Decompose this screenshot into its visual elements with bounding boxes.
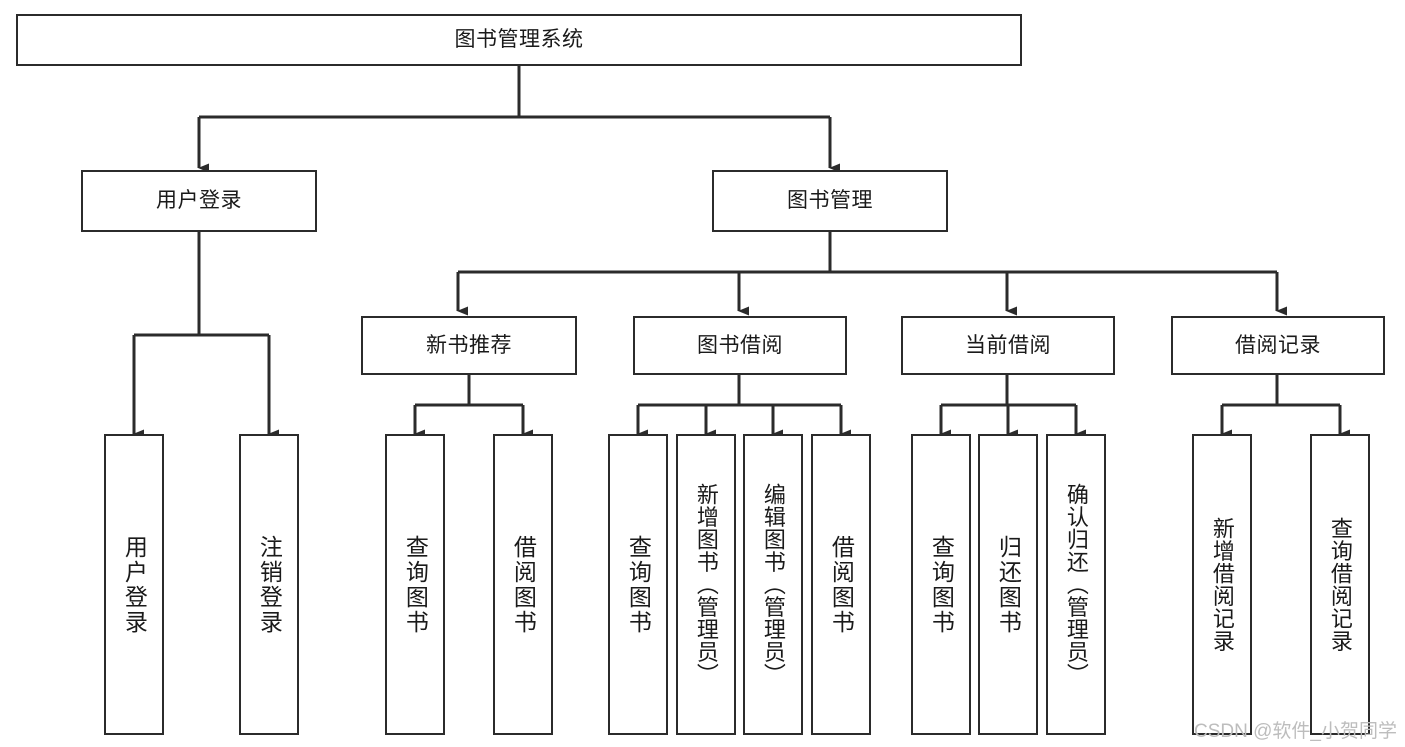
node-leaf-confirm-return-admin[interactable]: 确认归还（管理员）	[1046, 434, 1106, 735]
node-leaf-user-login[interactable]: 用户登录	[104, 434, 164, 735]
node-book-borrow-label: 图书借阅	[697, 333, 783, 357]
node-leaf-add-borrow-record-label: 新增借阅记录	[1209, 517, 1235, 652]
node-borrow-record[interactable]: 借阅记录	[1171, 316, 1385, 375]
node-leaf-logout-label: 注销登录	[256, 534, 283, 635]
node-leaf-borrow-book-bb-label: 借阅图书	[828, 534, 855, 635]
node-leaf-borrow-book-bb[interactable]: 借阅图书	[811, 434, 871, 735]
node-leaf-user-login-label: 用户登录	[121, 534, 148, 635]
node-user-login-label: 用户登录	[156, 189, 242, 213]
node-leaf-logout[interactable]: 注销登录	[239, 434, 299, 735]
node-leaf-borrow-book-nb-label: 借阅图书	[510, 534, 537, 635]
node-leaf-query-borrow-record-label: 查询借阅记录	[1327, 517, 1353, 652]
csdn-watermark: CSDN @软件_小贺同学	[1194, 721, 1397, 742]
node-leaf-return-book-label: 归还图书	[995, 534, 1022, 635]
node-leaf-return-book[interactable]: 归还图书	[978, 434, 1038, 735]
node-leaf-borrow-book-nb[interactable]: 借阅图书	[493, 434, 553, 735]
node-root-system[interactable]: 图书管理系统	[16, 14, 1022, 66]
node-leaf-query-borrow-record[interactable]: 查询借阅记录	[1310, 434, 1370, 735]
node-new-book-recommend-label: 新书推荐	[426, 333, 512, 357]
node-book-management-label: 图书管理	[787, 189, 873, 213]
node-leaf-confirm-return-admin-label: 确认归还（管理员）	[1063, 483, 1089, 686]
node-leaf-query-book-nb-label: 查询图书	[402, 534, 429, 635]
node-leaf-query-book-cb-label: 查询图书	[928, 534, 955, 635]
node-leaf-query-book-bb-label: 查询图书	[625, 534, 652, 635]
node-current-borrow[interactable]: 当前借阅	[901, 316, 1115, 375]
node-user-login[interactable]: 用户登录	[81, 170, 317, 232]
node-leaf-add-book-admin-label: 新增图书（管理员）	[693, 483, 719, 686]
node-root-system-label: 图书管理系统	[454, 28, 584, 52]
node-book-management[interactable]: 图书管理	[712, 170, 948, 232]
node-book-borrow[interactable]: 图书借阅	[633, 316, 847, 375]
node-leaf-edit-book-admin[interactable]: 编辑图书（管理员）	[743, 434, 803, 735]
node-leaf-query-book-cb[interactable]: 查询图书	[911, 434, 971, 735]
node-leaf-edit-book-admin-label: 编辑图书（管理员）	[760, 483, 786, 686]
node-new-book-recommend[interactable]: 新书推荐	[361, 316, 577, 375]
node-leaf-query-book-bb[interactable]: 查询图书	[608, 434, 668, 735]
node-leaf-add-borrow-record[interactable]: 新增借阅记录	[1192, 434, 1252, 735]
node-leaf-add-book-admin[interactable]: 新增图书（管理员）	[676, 434, 736, 735]
node-leaf-query-book-nb[interactable]: 查询图书	[385, 434, 445, 735]
node-current-borrow-label: 当前借阅	[965, 333, 1051, 357]
node-borrow-record-label: 借阅记录	[1235, 333, 1321, 357]
